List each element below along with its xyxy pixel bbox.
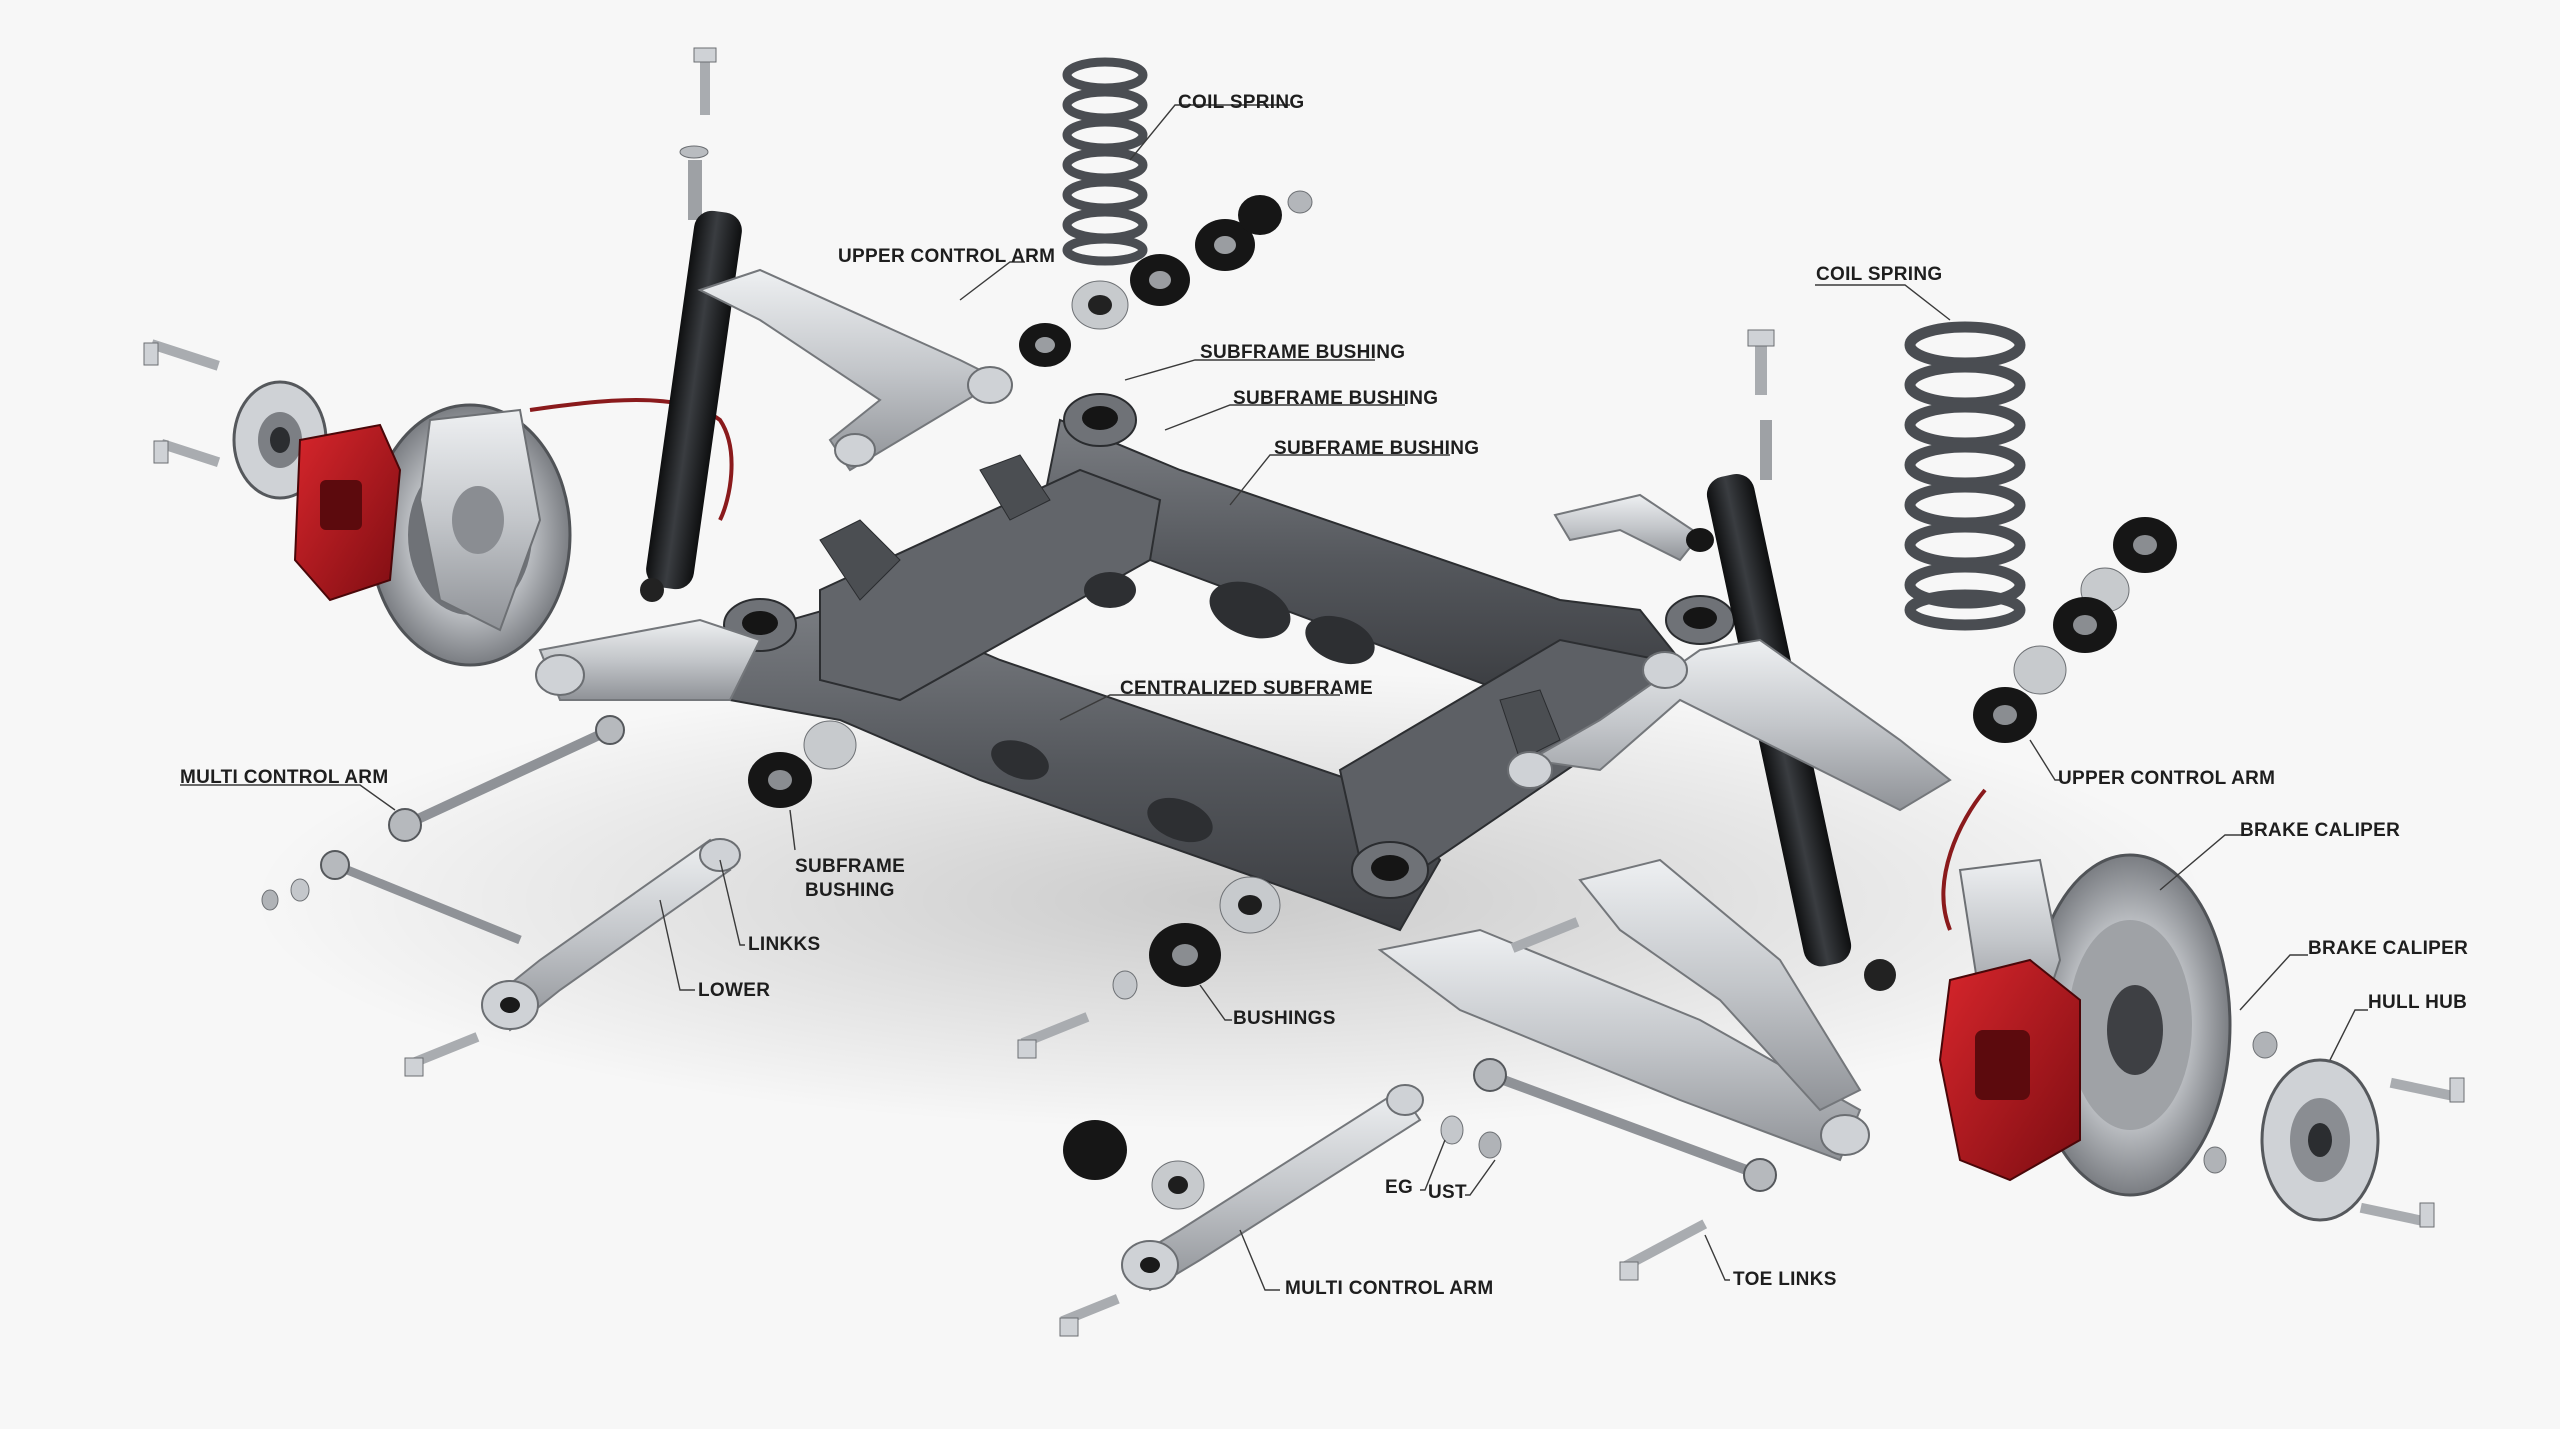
washer bbox=[261, 878, 2278, 1174]
subframe-bushing-mount bbox=[1351, 841, 1429, 899]
label-subframe-bushing-lower-2: BUSHING bbox=[805, 880, 895, 901]
bolt bbox=[1017, 1012, 1090, 1059]
toe-link-left bbox=[320, 850, 522, 945]
bolt bbox=[1059, 1294, 1120, 1337]
subframe-bushing-mount bbox=[1665, 595, 1735, 645]
bolt bbox=[2359, 1202, 2435, 1228]
label-coil-spring-left: COIL SPRING bbox=[1178, 92, 1304, 113]
label-hull-hub: HULL HUB bbox=[2368, 992, 2467, 1013]
label-upper-control-arm-left: UPPER CONTROL ARM bbox=[838, 246, 1055, 267]
bolt bbox=[2389, 1077, 2465, 1103]
bolt bbox=[404, 1032, 480, 1077]
bolt bbox=[153, 438, 221, 468]
brake-line-right bbox=[1941, 788, 1987, 931]
label-centralized-subframe: CENTRALIZED SUBFRAME bbox=[1120, 678, 1373, 699]
label-subframe-bushing-1: SUBFRAME BUSHING bbox=[1200, 342, 1405, 363]
label-upper-control-arm-right: UPPER CONTROL ARM bbox=[2058, 768, 2275, 789]
bolt bbox=[1510, 917, 1580, 953]
label-subframe-bushing-2: SUBFRAME BUSHING bbox=[1233, 388, 1438, 409]
toe-link-right bbox=[1473, 1058, 1777, 1192]
label-bushings: BUSHINGS bbox=[1233, 1008, 1336, 1029]
label-lower: LOWER bbox=[698, 980, 770, 1001]
label-ust: UST bbox=[1428, 1182, 1467, 1203]
caliper-piston-right bbox=[1975, 1030, 2030, 1100]
labels: COIL SPRING UPPER CONTROL ARM SUBFRAME B… bbox=[180, 92, 2468, 1299]
caliper-piston-left bbox=[320, 480, 362, 530]
centralized-subframe bbox=[718, 393, 1735, 932]
label-eg: EG bbox=[1385, 1177, 1413, 1198]
trailing-arm-right bbox=[1578, 858, 1862, 1112]
bushing-set-right bbox=[1973, 517, 2177, 743]
bushings-lower bbox=[1149, 876, 1281, 987]
label-linkks: LINKKS bbox=[748, 934, 821, 955]
shock-absorber-left bbox=[640, 145, 742, 602]
subframe-bushing-loose bbox=[748, 720, 857, 808]
upper-link-right bbox=[1553, 493, 1714, 562]
label-multi-control-arm-bottom: MULTI CONTROL ARM bbox=[1285, 1278, 1493, 1299]
label-subframe-bushing-lower-1: SUBFRAME bbox=[795, 856, 905, 877]
bolt bbox=[1747, 329, 1775, 395]
label-multi-control-arm-left: MULTI CONTROL ARM bbox=[180, 767, 388, 788]
label-subframe-bushing-3: SUBFRAME BUSHING bbox=[1274, 438, 1479, 459]
bushing-bottom bbox=[1063, 1120, 1205, 1210]
bolt bbox=[693, 47, 717, 115]
bolt bbox=[1619, 1219, 1708, 1281]
subframe-bushing-mount bbox=[1063, 393, 1137, 447]
coil-spring-right bbox=[1904, 321, 2026, 631]
label-coil-spring-right: COIL SPRING bbox=[1816, 264, 1942, 285]
multi-control-arm-left bbox=[388, 715, 625, 842]
label-toe-links: TOE LINKS bbox=[1733, 1269, 1837, 1290]
label-brake-caliper-1: BRAKE CALIPER bbox=[2240, 820, 2400, 841]
label-brake-caliper-2: BRAKE CALIPER bbox=[2308, 938, 2468, 959]
bushing-set-top bbox=[1019, 190, 1313, 367]
wheel-hub-right bbox=[2260, 1058, 2380, 1222]
coil-spring-left bbox=[1062, 57, 1148, 266]
bolt bbox=[143, 339, 220, 371]
